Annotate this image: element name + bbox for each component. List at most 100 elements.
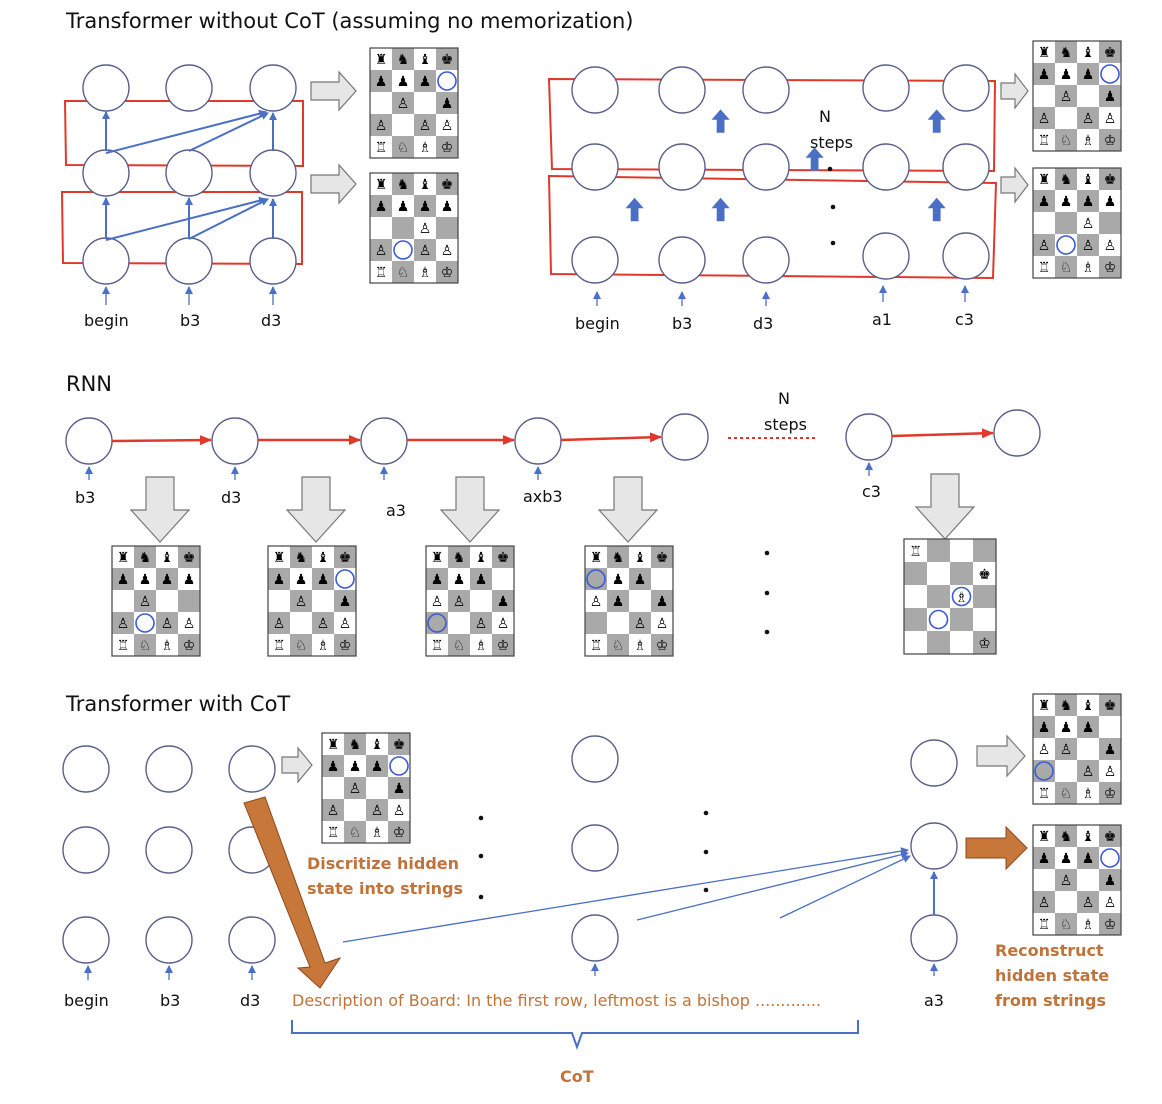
rnn-token-d3: d3: [221, 488, 241, 507]
svg-text:♝: ♝: [1082, 698, 1095, 714]
svg-text:♙: ♙: [590, 594, 603, 610]
svg-text:♔: ♔: [1104, 917, 1117, 933]
title-with-cot: Transformer with CoT: [65, 692, 290, 716]
svg-text:♗: ♗: [371, 825, 384, 841]
svg-text:♙: ♙: [1082, 238, 1095, 254]
svg-text:♚: ♚: [497, 550, 510, 566]
svg-text:♙: ♙: [1104, 895, 1117, 911]
svg-text:♟: ♟: [339, 594, 352, 610]
chess-board-c2: ♜♞♝♚♟♟♟♙♙♟♙♙♖♘♗♔: [1032, 693, 1122, 805]
chess-board-r2: ♜♞♝♚♟♟♟♙♟♙♙♙♖♘♗♔: [267, 545, 357, 657]
svg-text:♘: ♘: [1060, 786, 1073, 802]
svg-text:♗: ♗: [419, 140, 432, 156]
rnn-nodes: [65, 409, 1041, 465]
svg-text:♞: ♞: [397, 52, 410, 68]
svg-text:♟: ♟: [497, 594, 510, 610]
svg-text:♔: ♔: [497, 638, 510, 654]
big-token-begin: begin: [575, 314, 620, 333]
svg-text:♘: ♘: [397, 265, 410, 281]
svg-text:♜: ♜: [375, 177, 388, 193]
svg-text:♙: ♙: [317, 616, 330, 632]
svg-text:♙: ♙: [273, 616, 286, 632]
svg-text:♟: ♟: [375, 199, 388, 215]
svg-text:♖: ♖: [1038, 133, 1051, 149]
svg-text:♚: ♚: [656, 550, 669, 566]
cot-attention: [342, 847, 938, 943]
svg-text:♞: ♞: [453, 550, 466, 566]
svg-text:♙: ♙: [419, 221, 432, 237]
svg-text:♜: ♜: [590, 550, 603, 566]
svg-text:♘: ♘: [612, 638, 625, 654]
svg-text:♟: ♟: [117, 572, 130, 588]
svg-text:♙: ♙: [371, 803, 384, 819]
svg-text:♔: ♔: [393, 825, 406, 841]
cot-brace: [291, 1020, 859, 1050]
readout-arrow-cot-1: [281, 746, 313, 784]
chess-board-r1: ♜♞♝♚♟♟♟♟♙♙♙♙♖♘♗♔: [111, 545, 201, 657]
svg-text:♟: ♟: [327, 759, 340, 775]
svg-text:♟: ♟: [317, 572, 330, 588]
large-input-arrows: [593, 285, 969, 306]
svg-text:♙: ♙: [453, 594, 466, 610]
svg-text:♟: ♟: [1038, 194, 1051, 210]
svg-text:♔: ♔: [441, 265, 454, 281]
block-arrows: [625, 109, 946, 222]
cot-token-b3: b3: [160, 991, 180, 1010]
svg-text:♙: ♙: [349, 781, 362, 797]
svg-text:♙: ♙: [161, 616, 174, 632]
small-transformer-attention: [102, 109, 277, 305]
readout-arrow-4: [1000, 166, 1029, 204]
svg-text:♟: ♟: [612, 572, 625, 588]
token-d3: d3: [261, 311, 281, 330]
svg-text:♟: ♟: [1104, 873, 1117, 889]
svg-text:♔: ♔: [1104, 786, 1117, 802]
svg-text:♝: ♝: [419, 177, 432, 193]
svg-text:♟: ♟: [475, 572, 488, 588]
svg-text:♞: ♞: [1060, 829, 1073, 845]
large-transformer-nodes: [571, 64, 990, 284]
svg-text:♖: ♖: [117, 638, 130, 654]
svg-text:♟: ♟: [397, 74, 410, 90]
svg-text:♟: ♟: [139, 572, 152, 588]
chess-board-c3: ♜♞♝♚♟♟♟♙♟♙♙♙♖♘♗♔: [1032, 824, 1122, 936]
svg-text:♚: ♚: [1104, 45, 1117, 61]
svg-text:♟: ♟: [1104, 194, 1117, 210]
discretize-line-1: Discritize hidden: [307, 854, 459, 873]
svg-text:♞: ♞: [349, 737, 362, 753]
rnn-down-arrows: [129, 473, 976, 543]
svg-text:♜: ♜: [375, 52, 388, 68]
svg-text:♟: ♟: [1082, 194, 1095, 210]
svg-text:♜: ♜: [1038, 45, 1051, 61]
n-steps-label: steps: [810, 133, 853, 152]
svg-text:♙: ♙: [117, 616, 130, 632]
discretize-line-2: state into strings: [307, 879, 463, 898]
svg-text:♙: ♙: [1104, 238, 1117, 254]
chess-board-r4: ♜♞♝♚♟♟♙♟♟♙♙♖♘♗♔: [584, 545, 674, 657]
rnn-steps-label: steps: [764, 415, 807, 434]
svg-text:♙: ♙: [339, 616, 352, 632]
svg-text:♙: ♙: [656, 616, 669, 632]
svg-text:♔: ♔: [183, 638, 196, 654]
svg-text:♗: ♗: [419, 265, 432, 281]
cot-input-arrows: [84, 963, 938, 980]
svg-text:♟: ♟: [1038, 851, 1051, 867]
rnn-token-axb3: axb3: [523, 487, 563, 506]
chess-board-b4: ♜♞♝♚♟♟♟♟♙♙♙♙♖♘♗♔: [1032, 167, 1122, 279]
token-begin: begin: [84, 311, 129, 330]
svg-text:♖: ♖: [1038, 786, 1051, 802]
svg-text:♗: ♗: [317, 638, 330, 654]
svg-text:♔: ♔: [441, 140, 454, 156]
reconstruct-line-3: from strings: [995, 991, 1106, 1010]
svg-text:♟: ♟: [419, 199, 432, 215]
svg-text:♝: ♝: [161, 550, 174, 566]
big-token-b3: b3: [672, 314, 692, 333]
readout-arrow-3: [1000, 72, 1029, 110]
token-b3: b3: [180, 311, 200, 330]
svg-text:♔: ♔: [656, 638, 669, 654]
cot-token-d3: d3: [240, 991, 260, 1010]
svg-text:♙: ♙: [497, 616, 510, 632]
cot-nodes: [62, 735, 958, 964]
svg-text:♗: ♗: [634, 638, 647, 654]
svg-text:♟: ♟: [634, 572, 647, 588]
svg-text:♔: ♔: [1104, 133, 1117, 149]
